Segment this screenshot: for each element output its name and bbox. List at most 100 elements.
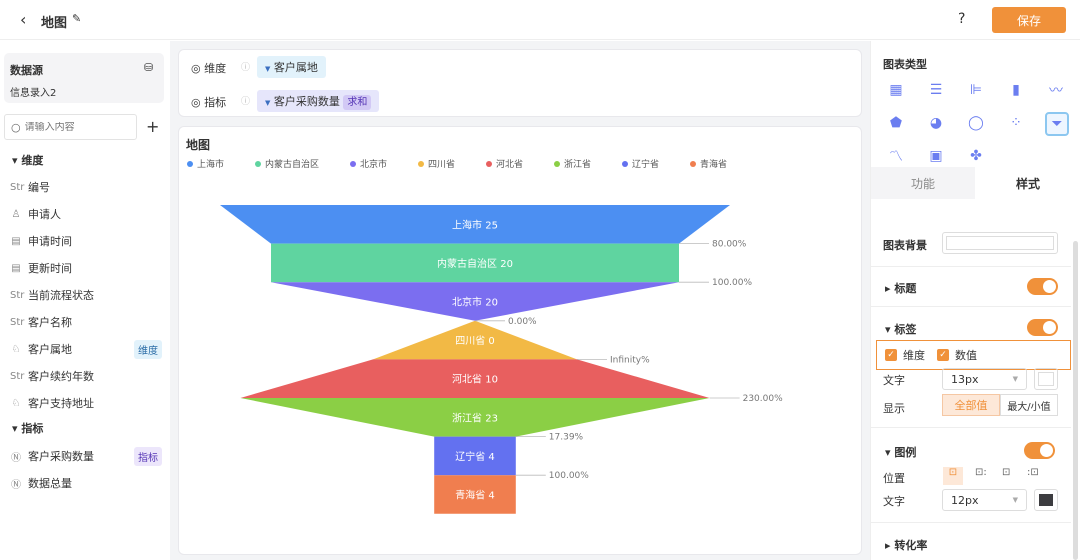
field-badge: 指标: [134, 446, 162, 466]
chart-bg-label: 图表背景: [883, 239, 927, 252]
display-all-button[interactable]: 全部值: [942, 394, 1000, 416]
sidebar: 数据源 ⛁ 信息录入2 ○ + ▾ 维度 Str编号♙申请人▤申请时间▤更新时间…: [0, 41, 170, 560]
list-chart-type-icon[interactable]: ☰: [929, 82, 943, 98]
donut-chart-type-icon[interactable]: ◯: [968, 115, 984, 131]
edit-icon[interactable]: ✎: [72, 12, 82, 25]
display-minmax-button[interactable]: 最大/小值: [1000, 394, 1058, 416]
conversion-section[interactable]: ▸ 转化率: [885, 539, 928, 552]
table-chart-type-icon[interactable]: ▦: [889, 82, 903, 98]
title-section[interactable]: ▸ 标题: [885, 282, 917, 295]
legend-item[interactable]: 河北省: [486, 157, 523, 170]
database-icon[interactable]: ⛁: [144, 61, 154, 74]
label-toggle[interactable]: [1027, 319, 1058, 336]
field-label: 更新时间: [28, 262, 72, 275]
legend-item[interactable]: 辽宁省: [622, 157, 659, 170]
chart-type-label: 图表类型: [883, 58, 927, 71]
help-icon[interactable]: ?: [958, 11, 966, 27]
legend-dot: [622, 160, 628, 167]
label-font-size-select[interactable]: 13px▼: [942, 368, 1027, 390]
radar-chart-type-icon[interactable]: ⬟: [889, 115, 903, 131]
legend-position-left-icon[interactable]: :⊡: [1027, 467, 1039, 478]
metric-field-chip[interactable]: ▼ 客户采购数量 求和: [257, 90, 380, 112]
datasource-card[interactable]: 数据源 ⛁ 信息录入2: [4, 53, 164, 103]
field-type-icon: Str: [10, 289, 25, 301]
legend-dot: [350, 160, 356, 167]
funnel-segment[interactable]: [434, 436, 516, 476]
legend-item[interactable]: 四川省: [418, 157, 455, 170]
legend-item[interactable]: 青海省: [690, 157, 727, 170]
number-card-chart-type-icon[interactable]: ▣: [929, 148, 943, 164]
field-item[interactable]: ♙申请人: [10, 204, 162, 224]
config-card: ◎ 维度 ⓘ ▼ 客户属地 ◎ 指标 ⓘ ▼ 客户采购数量 求和: [178, 49, 862, 117]
dimension-field-chip[interactable]: ▼ 客户属地: [257, 56, 326, 78]
legend-section[interactable]: ▾ 图例: [885, 446, 917, 459]
legend-item[interactable]: 上海市: [187, 157, 224, 170]
field-label: 客户采购数量: [28, 450, 94, 463]
field-item[interactable]: ▤申请时间: [10, 231, 162, 251]
tab-style[interactable]: 样式: [1015, 176, 1040, 191]
conversion-rate-label: 17.39%: [549, 433, 584, 443]
legend-position-right-icon[interactable]: ⊡:: [975, 467, 987, 478]
value-checkbox[interactable]: ✓数值: [937, 347, 977, 363]
funnel-segment[interactable]: [434, 475, 516, 514]
label-options-highlight: [876, 340, 1071, 370]
help-icon[interactable]: ⓘ: [241, 63, 251, 73]
position-label: 位置: [883, 472, 905, 485]
field-item[interactable]: ▤更新时间: [10, 258, 162, 278]
legend-color-picker[interactable]: [1034, 489, 1058, 511]
scrollbar[interactable]: [1073, 241, 1078, 560]
field-item[interactable]: ♘客户属地维度: [10, 339, 162, 359]
field-label: 申请时间: [28, 235, 72, 248]
funnel-segment[interactable]: [271, 243, 679, 283]
funnel-segment[interactable]: [240, 398, 710, 437]
dimension-group[interactable]: ▾ 维度: [12, 154, 44, 167]
search-field[interactable]: [24, 121, 125, 133]
search-input[interactable]: ○: [4, 114, 137, 140]
label-section[interactable]: ▾ 标签: [885, 323, 917, 336]
funnel-label: 辽宁省 4: [455, 450, 495, 463]
pie-chart-type-icon[interactable]: ◕: [929, 115, 943, 131]
legend-font-size-select[interactable]: 12px▼: [942, 489, 1027, 511]
field-type-icon: ♘: [11, 397, 21, 409]
legend-position-top-icon[interactable]: ⊡: [943, 467, 963, 485]
funnel-label: 浙江省 23: [452, 411, 498, 424]
title-toggle[interactable]: [1027, 278, 1058, 295]
add-icon[interactable]: +: [146, 117, 160, 136]
line-chart-type-icon[interactable]: 〰: [1049, 83, 1063, 99]
metric-group[interactable]: ▾ 指标: [12, 422, 44, 435]
funnel-segment[interactable]: [240, 359, 710, 398]
legend-toggle[interactable]: [1024, 442, 1055, 459]
dimension-checkbox[interactable]: ✓维度: [885, 347, 925, 363]
field-item[interactable]: ♘客户支持地址: [10, 393, 162, 413]
aggregation-tag[interactable]: 求和: [343, 95, 372, 110]
tab-function[interactable]: 功能: [871, 167, 975, 199]
funnel-segment[interactable]: [271, 282, 679, 321]
datasource-label: 数据源: [10, 64, 43, 77]
legend-position-bottom-icon[interactable]: ⊡: [1002, 467, 1011, 478]
field-label: 客户续约年数: [28, 370, 94, 383]
chart-bg-color-picker[interactable]: [942, 232, 1058, 254]
label-color-picker[interactable]: [1034, 368, 1058, 390]
field-label: 客户名称: [28, 316, 72, 329]
legend-item[interactable]: 内蒙古自治区: [255, 157, 319, 170]
combo-chart-type-icon[interactable]: 〽: [889, 149, 903, 165]
legend-item[interactable]: 浙江省: [554, 157, 591, 170]
bar-horizontal-chart-type-icon[interactable]: ⊫: [969, 82, 983, 98]
field-label: 编号: [28, 181, 50, 194]
bar-chart-type-icon[interactable]: ▮: [1012, 82, 1020, 98]
legend-item[interactable]: 北京市: [350, 157, 387, 170]
funnel-segment[interactable]: [373, 320, 577, 360]
back-icon[interactable]: ‹: [20, 10, 27, 29]
funnel-chart-type-icon[interactable]: ⏷: [1045, 112, 1069, 136]
scatter-chart-type-icon[interactable]: ⁘: [1010, 115, 1022, 131]
save-button[interactable]: 保存: [992, 7, 1066, 33]
map-chart-type-icon[interactable]: ✤: [970, 148, 982, 164]
funnel-segment[interactable]: [220, 205, 730, 244]
help-icon[interactable]: ⓘ: [241, 97, 251, 107]
